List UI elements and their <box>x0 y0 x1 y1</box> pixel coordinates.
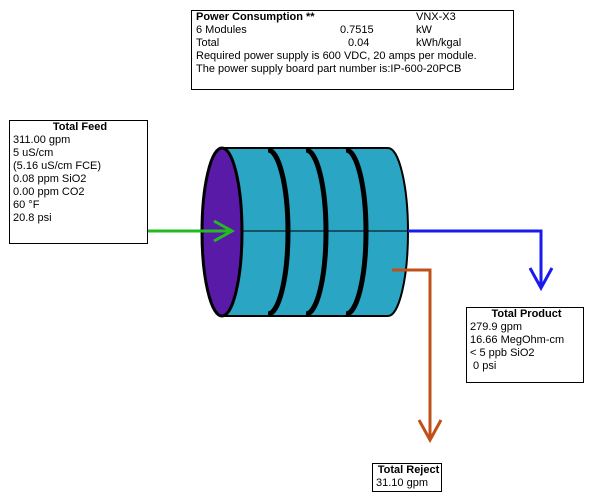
feed-line: 60 °F <box>13 199 40 211</box>
feed-arrow <box>148 219 236 243</box>
product-line: 0 psi <box>470 360 497 372</box>
modules-unit: kW <box>416 24 432 36</box>
total-reject-title: Total Reject <box>377 464 440 476</box>
power-model: VNX-X3 <box>416 11 456 23</box>
feed-line: 0.00 ppm CO2 <box>13 186 85 198</box>
feed-line: (5.16 uS/cm FCE) <box>13 160 102 172</box>
total-value: 0.04 <box>348 37 370 49</box>
product-arrow <box>408 229 554 292</box>
power-consumption-box: Power Consumption ** VNX-X3 6 Modules 0.75… <box>191 10 514 90</box>
modules-label: 6 Modules <box>196 24 247 36</box>
total-product-title: Total Product <box>491 308 562 320</box>
total-unit: kWh/kgal <box>416 37 462 49</box>
module-divider <box>305 147 329 317</box>
total-label: Total <box>196 37 220 49</box>
total-product-box: Total Product 279.9 gpm 16.66 MegOhm-cm … <box>466 307 584 383</box>
product-line: 279.9 gpm <box>470 321 522 333</box>
reject-arrow <box>392 268 443 444</box>
power-title: Power Consumption ** <box>196 11 315 23</box>
total-feed-box: Total Feed 311.00 gpm 5 uS/cm (5.16 uS/c… <box>9 120 148 244</box>
feed-line: 20.8 psi <box>13 212 52 224</box>
total-feed-title: Total Feed <box>52 121 108 133</box>
total-reject-box: Total Reject 31.10 gpm <box>372 463 442 492</box>
reject-line: 31.10 gpm <box>376 477 428 489</box>
product-line: < 5 ppb SiO2 <box>470 347 535 359</box>
feed-line: 311.00 gpm <box>13 134 71 146</box>
power-note-supply: Required power supply is 600 VDC, 20 amp… <box>196 50 477 62</box>
module-divider <box>345 147 369 317</box>
vessel-body <box>221 147 409 317</box>
power-note-part-number: The power supply board part number is:IP… <box>196 63 462 75</box>
feed-line: 0.08 ppm SiO2 <box>13 173 87 185</box>
product-line: 16.66 MegOhm-cm <box>470 334 565 346</box>
feed-line: 5 uS/cm <box>13 147 54 159</box>
modules-value: 0.7515 <box>340 24 374 36</box>
module-divider <box>267 147 291 317</box>
